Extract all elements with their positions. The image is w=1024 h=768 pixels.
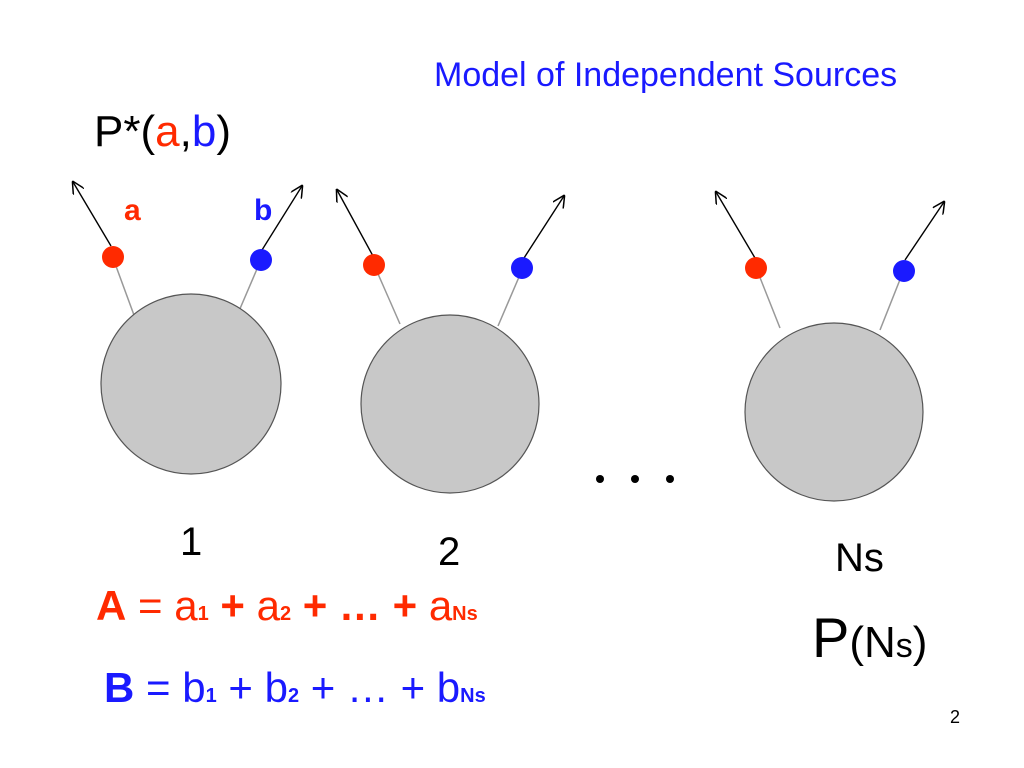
source-2 [337, 190, 564, 494]
equation-b-term-1: b [182, 664, 206, 711]
joint-probability-label: P*(a,b) [94, 110, 231, 154]
source-1-particle-a [102, 246, 124, 268]
ellipsis-dot-3 [666, 475, 674, 483]
source-ns-stem-b [879, 271, 904, 331]
equation-a-term-3: a [428, 582, 453, 629]
equation-b-plus-1: + [216, 664, 265, 711]
equation-b-eq: = [134, 664, 183, 711]
slide-title: Model of Independent Sources [434, 56, 898, 94]
equation-a-plus-1: + [208, 582, 257, 629]
equation-a-sub-2: 2 [279, 603, 292, 625]
particle-b-label: b [254, 194, 273, 227]
pstar-b: b [191, 107, 217, 156]
ellipsis-dots [596, 475, 674, 483]
source-ns [716, 192, 944, 502]
source-1-circle [100, 293, 282, 475]
source-1-index: 1 [180, 520, 203, 564]
pstar-prefix: P*( [94, 107, 156, 156]
source-1-arrow-a [73, 182, 112, 247]
equation-b-sub-1: 1 [205, 685, 217, 707]
equation-b-sub-2: 2 [287, 685, 300, 707]
source-ns-circle [744, 322, 924, 502]
equation-a: A = a1 + a2 + … + aNs [96, 585, 478, 627]
page-number: 2 [950, 707, 961, 727]
equation-b: B = b1 + b2 + … + bNs [104, 667, 486, 709]
equation-a-term-2: a [256, 582, 280, 629]
pstar-comma: , [179, 107, 192, 156]
equation-b-lhs: B [104, 664, 135, 711]
ellipsis-dot-2 [631, 475, 639, 483]
equation-a-eq: = [126, 582, 175, 629]
equation-b-term-2: b [264, 664, 288, 711]
equation-b-term-3: b [436, 664, 461, 711]
source-2-index: 2 [438, 530, 461, 574]
equation-a-lhs: A [96, 582, 127, 629]
source-2-particle-a [363, 254, 385, 276]
pns-close: ) [912, 618, 928, 667]
source-ns-arrow-b [904, 202, 944, 261]
equation-a-plus-2: + … [291, 582, 393, 629]
equation-a-sub-3: Ns [452, 603, 478, 625]
source-2-arrow-b [523, 196, 564, 259]
source-ns-stem-a [756, 269, 781, 329]
source-ns-arrow-a [716, 192, 756, 259]
source-2-particle-b [511, 257, 533, 279]
source-1-arrow-b [261, 186, 302, 251]
source-ns-index: Ns [835, 536, 884, 580]
source-ns-particle-b [893, 260, 915, 282]
source-2-stem-a [374, 266, 401, 325]
source-2-stem-b [497, 269, 523, 327]
equation-b-plus-2: + … + [299, 664, 437, 711]
pstar-a: a [155, 107, 180, 156]
source-1 [73, 182, 302, 475]
equation-a-plus-3: + [392, 582, 429, 629]
source-2-circle [360, 314, 540, 494]
equation-a-term-1: a [174, 582, 198, 629]
ellipsis-dot-1 [596, 475, 604, 483]
pns-p: P [812, 606, 850, 669]
source-ns-particle-a [745, 257, 767, 279]
equation-b-sub-3: Ns [460, 685, 486, 707]
pns-open: (N [849, 618, 896, 667]
pns-s: s [895, 627, 913, 665]
particle-a-label: a [124, 194, 141, 227]
equation-a-sub-1: 1 [197, 603, 209, 625]
source-1-particle-b [250, 249, 272, 271]
pstar-suffix: ) [216, 107, 231, 156]
source-2-arrow-a [337, 190, 374, 257]
ns-probability-label: P(Ns) [812, 610, 927, 666]
